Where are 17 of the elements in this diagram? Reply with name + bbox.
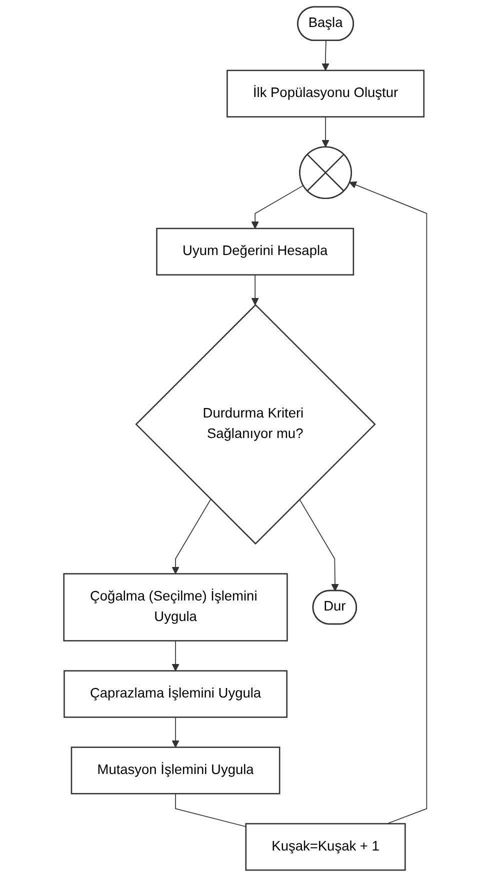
arrow: [171, 498, 211, 574]
arrow: [171, 640, 180, 672]
node-box: Mutasyon İşlemini Uygula: [70, 746, 280, 794]
arrow: [251, 185, 304, 229]
node-box: Çaprazlama İşlemini Uygula: [63, 670, 288, 718]
arrow: [171, 716, 180, 748]
node-box: Kuşak=Kuşak + 1: [244, 823, 406, 871]
arrow: [321, 40, 330, 71]
node-box: İlk Popülasyonu Oluştur: [226, 70, 424, 118]
arrow: [251, 274, 259, 306]
arrow: [348, 181, 427, 824]
node-box: Uyum Değerini Hesapla: [156, 228, 354, 276]
arrow: [298, 498, 338, 592]
connector: [174, 793, 246, 828]
node-box: Çoğalma (Seçilme) İşlemini Uygula: [62, 573, 288, 642]
node-diamond: Durdurma Kriteri Sağlanıyor mu?: [134, 304, 376, 545]
arrow: [321, 116, 330, 148]
